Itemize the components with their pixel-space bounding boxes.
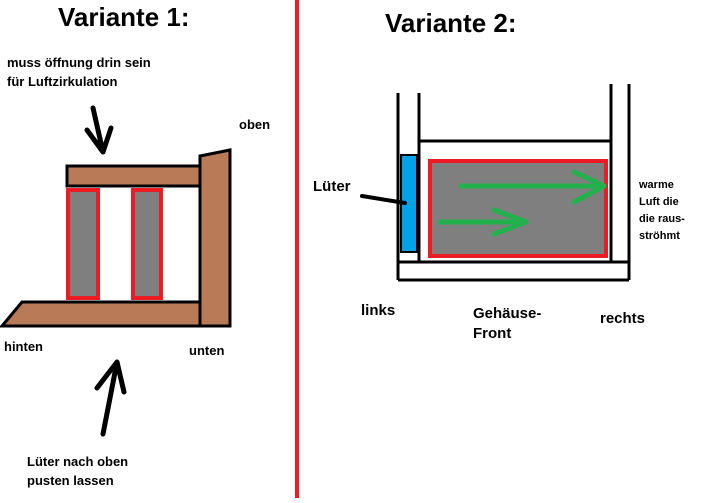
variant2-drawing — [360, 84, 631, 282]
label-rechts: rechts — [600, 310, 646, 327]
label-luter: Lüter — [313, 178, 351, 195]
arrow-up-icon — [94, 359, 127, 437]
variant1-title: Variante 1: — [58, 2, 190, 32]
variant1-note-bottom: Lüter nach oben pusten lassen — [27, 454, 129, 488]
card-1 — [66, 188, 100, 300]
luter-pointer-line — [360, 194, 407, 205]
graphics-card — [428, 159, 608, 258]
variant1-note-top: muss öffnung drin sein für Luftzirkulati… — [7, 55, 151, 89]
airflow-arrow-top-icon — [458, 169, 607, 205]
variant2-title: Variante 2: — [385, 8, 517, 38]
bottom-board — [0, 300, 204, 328]
label-links: links — [361, 302, 396, 319]
label-gehaeuse-front: Gehäuse- Front — [473, 305, 542, 342]
label-oben: oben — [239, 117, 271, 132]
card-2 — [131, 188, 163, 300]
top-board — [65, 164, 202, 188]
label-unten: unten — [189, 343, 225, 358]
arrow-down-icon — [84, 105, 114, 155]
airflow-arrow-bottom-icon — [437, 207, 529, 237]
variant1-drawing — [0, 105, 232, 437]
side-board — [198, 148, 232, 328]
label-hinten: hinten — [4, 339, 43, 354]
label-warme-luft: warme Luft die die raus- ströhmt — [639, 179, 685, 243]
